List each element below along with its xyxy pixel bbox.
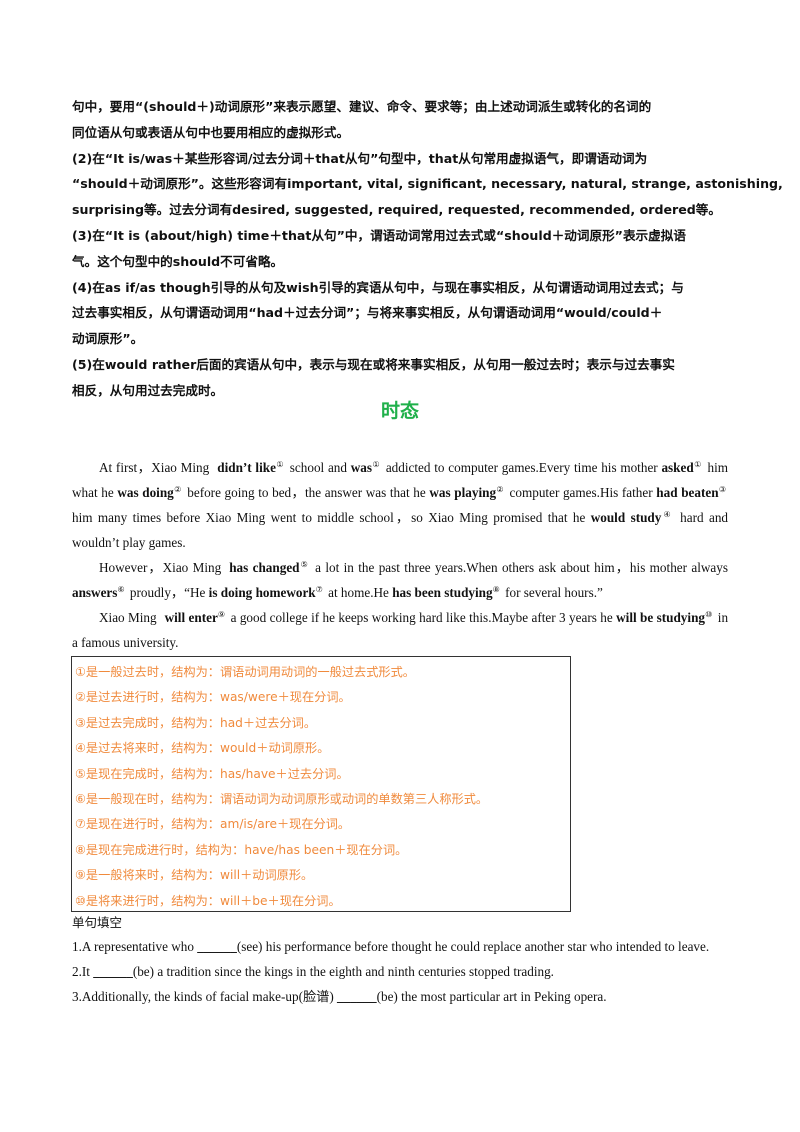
verb-highlight: will enter	[164, 610, 218, 625]
story-text-run: At first，Xiao Ming	[99, 460, 210, 475]
story-paragraph-2: However，Xiao Ming has changed⑤ a lot in t…	[72, 555, 728, 605]
story-text-run: Xiao Ming	[99, 610, 157, 625]
story-text-run: proudly，“He	[129, 585, 206, 600]
verb-highlight: would study	[590, 510, 662, 525]
rule-line: 过去事实相反，从句谓语动词用“had＋过去分词”；与将来事实相反，从句谓语动词用…	[72, 305, 663, 321]
rule-line: (2)在“It is/was＋某些形容词/过去分词＋that从句”句型中，tha…	[72, 150, 648, 166]
story-text-run: at home.He	[328, 585, 389, 600]
exercise-title: 单句填空	[72, 915, 123, 930]
note-line: ②是过去进行时，结构为：was/were＋现在分词。	[75, 690, 351, 705]
verb-highlight: will be studying	[616, 610, 705, 625]
exercise-text: (see) his performance before thought he …	[236, 939, 710, 954]
story-text-run: him what he	[72, 460, 729, 500]
story-text-run: in a famous university.	[72, 610, 729, 650]
tense-notes-box: ①是一般过去时，结构为：谓语动词用动词的一般过去式形式。 ②是过去进行时，结构为…	[71, 656, 571, 912]
footnote-marker: ③	[718, 484, 727, 494]
footnote-marker: ⑥	[117, 584, 125, 594]
fill-blank: ______	[93, 964, 133, 979]
note-line: ⑥是一般现在时，结构为：谓语动词为动词原形或动词的单数第三人称形式。	[75, 792, 489, 807]
verb-highlight: didn’t like	[217, 460, 276, 475]
story-text-run: hard and wouldn’t play games.	[72, 510, 729, 550]
fill-blank: ______	[337, 989, 377, 1004]
verb-highlight: had beaten	[656, 485, 719, 500]
footnote-marker: ①	[693, 459, 702, 469]
verb-highlight: has changed	[229, 560, 300, 575]
footnote-marker: ④	[661, 509, 673, 519]
note-line: ④是过去将来时，结构为：would＋动词原形。	[75, 741, 330, 756]
verb-highlight: answers	[72, 585, 118, 600]
verb-highlight: was	[350, 460, 372, 475]
story-text-run: him many times before Xiao Ming went to …	[72, 510, 586, 525]
note-line: ⑤是现在完成时，结构为：has/have＋过去分词。	[75, 766, 349, 781]
rule-line: 相反，从句用过去完成时。	[72, 382, 224, 398]
rule-line: “should＋动词原形”。这些形容词有important, vital, si…	[72, 176, 783, 192]
exercise-text: 3.Additionally, the kinds of facial make…	[72, 989, 334, 1004]
footnote-marker: ⑨	[217, 609, 226, 619]
note-line: ⑦是现在进行时，结构为：am/is/are＋现在分词。	[75, 817, 351, 832]
exercise-list: 1.A representative who ______(see) his p…	[72, 934, 732, 1009]
story-text-run: addicted to computer games.Every time hi…	[385, 460, 658, 475]
story-paragraph-3: Xiao Ming will enter⑨ a good college if h…	[72, 605, 728, 655]
story-text-run: before going to bed，the answer was that …	[187, 485, 426, 500]
rule-line: 动词原形”。	[72, 331, 144, 347]
rule-line: 同位语从句或表语从句中也要用相应的虚拟形式。	[72, 124, 350, 140]
exercise-item: 2.It ______(be) a tradition since the ki…	[72, 959, 732, 984]
story-text-run: school and	[289, 460, 347, 475]
exercise-text: 1.A representative who	[72, 939, 194, 954]
rule-line: 气。这个句型中的should不可省略。	[72, 253, 284, 269]
footnote-marker: ②	[173, 484, 182, 494]
footnote-marker: ⑩	[705, 609, 713, 619]
rule-line: (3)在“It is (about/high) time＋that从句”中，谓语…	[72, 227, 686, 243]
exercise-text: (be) a tradition since the kings in the …	[132, 964, 554, 979]
story-text-run: a good college if he keeps working hard …	[230, 610, 613, 625]
exercise-item: 3.Additionally, the kinds of facial make…	[72, 984, 732, 1009]
footnote-marker: ②	[496, 484, 504, 494]
rule-line: 句中，要用“(should＋)动词原形”来表示愿望、建议、命令、要求等；由上述动…	[72, 99, 652, 114]
story-text-run: a lot in the past three years.When other…	[315, 560, 729, 575]
story-text-run: computer games.His father	[509, 485, 653, 500]
story-text-run: for several hours.”	[505, 585, 603, 600]
footnote-marker: ①	[372, 459, 381, 469]
section-title: 时态	[380, 400, 419, 422]
verb-highlight: is doing homework	[208, 585, 316, 600]
note-line: ⑨是一般将来时，结构为：will＋动词原形。	[75, 868, 314, 883]
note-line: ⑧是现在完成进行时，结构为：have/has been＋现在分词。	[75, 842, 408, 857]
note-line: ⑩是将来进行时，结构为：will＋be＋现在分词。	[75, 893, 341, 908]
note-line: ①是一般过去时，结构为：谓语动词用动词的一般过去式形式。	[75, 665, 415, 679]
note-line: ③是过去完成时，结构为：had＋过去分词。	[75, 715, 317, 730]
footnote-marker: ⑦	[315, 584, 323, 594]
verb-highlight: has been studying	[392, 585, 493, 600]
grammar-rules: 句中，要用“(should＋)动词原形”来表示愿望、建议、命令、要求等；由上述动…	[72, 94, 783, 404]
exercise-text: 2.It	[72, 964, 90, 979]
verb-highlight: was doing	[117, 485, 174, 500]
footnote-marker: ①	[275, 459, 285, 469]
rule-line: (4)在as if/as though引导的从句及wish引导的宾语从句中，与现…	[72, 279, 684, 295]
rule-line: (5)在would rather后面的宾语从句中，表示与现在或将来事实相反，从句…	[72, 356, 675, 372]
rule-line: surprising等。过去分词有desired, suggested, req…	[72, 202, 721, 218]
story-text-run: However，Xiao Ming	[99, 560, 222, 575]
exercise-item: 1.A representative who ______(see) his p…	[72, 934, 732, 959]
exercise-text: (be) the most particular art in Peking o…	[376, 989, 607, 1004]
footnote-marker: ⑤	[299, 559, 309, 569]
verb-highlight: was playing	[429, 485, 497, 500]
footnote-marker: ⑧	[492, 584, 500, 594]
fill-blank: ______	[197, 939, 237, 954]
verb-highlight: asked	[661, 460, 694, 475]
